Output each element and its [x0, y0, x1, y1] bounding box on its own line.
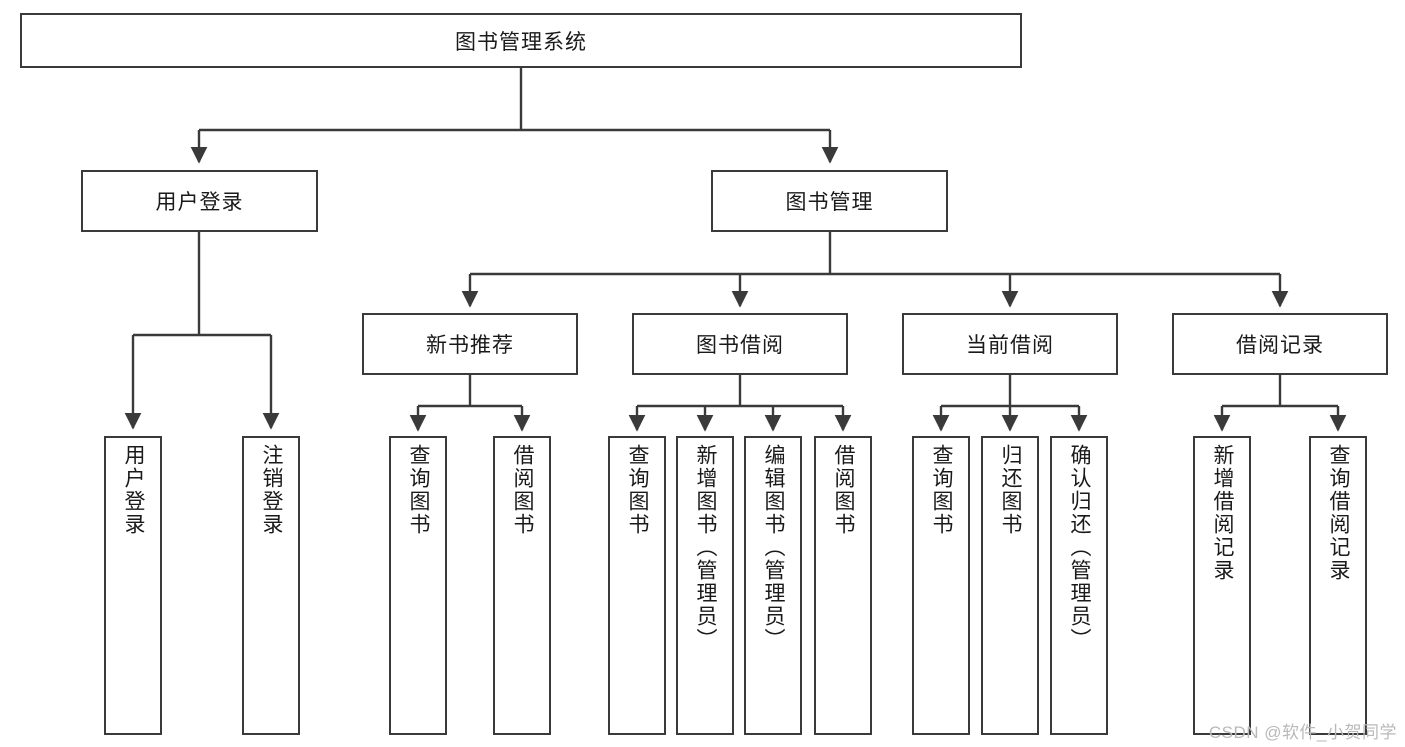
- node-leaf-return-book[interactable]: 归还图书: [981, 436, 1039, 735]
- node-leaf-user-login-label: 用户登录: [122, 444, 146, 536]
- node-leaf-query-borrow-record-label: 查询借阅记录: [1327, 444, 1351, 582]
- node-leaf-return-book-label: 归还图书: [999, 444, 1023, 536]
- node-user-login-label: 用户登录: [155, 191, 244, 214]
- node-leaf-edit-book-label: 编辑图书（管理员）: [762, 444, 786, 651]
- node-leaf-query-borrow-record[interactable]: 查询借阅记录: [1309, 436, 1367, 735]
- node-leaf-borrow-book-2-label: 借阅图书: [832, 444, 856, 536]
- node-current-borrow[interactable]: 当前借阅: [902, 313, 1118, 375]
- node-new-book-recommend-label: 新书推荐: [426, 334, 514, 357]
- node-leaf-logout-login-label: 注销登录: [260, 444, 284, 536]
- node-current-borrow-label: 当前借阅: [966, 334, 1054, 357]
- node-leaf-query-book-3-label: 查询图书: [930, 444, 954, 536]
- node-leaf-logout-login[interactable]: 注销登录: [242, 436, 300, 735]
- node-leaf-borrow-book-2[interactable]: 借阅图书: [814, 436, 872, 735]
- node-leaf-add-borrow-record[interactable]: 新增借阅记录: [1193, 436, 1251, 735]
- node-leaf-query-book-1-label: 查询图书: [407, 444, 431, 536]
- node-leaf-user-login[interactable]: 用户登录: [104, 436, 162, 735]
- node-borrow-record[interactable]: 借阅记录: [1172, 313, 1388, 375]
- node-leaf-add-book-label: 新增图书（管理员）: [694, 444, 718, 651]
- watermark-text: CSDN @软件_小贺同学: [1208, 723, 1397, 742]
- node-leaf-borrow-book-1-label: 借阅图书: [511, 444, 535, 536]
- node-book-management[interactable]: 图书管理: [711, 170, 948, 232]
- node-book-management-label: 图书管理: [785, 191, 874, 214]
- node-leaf-confirm-return-label: 确认归还（管理员）: [1068, 444, 1092, 651]
- node-leaf-add-book[interactable]: 新增图书（管理员）: [676, 436, 734, 735]
- node-borrow-record-label: 借阅记录: [1236, 334, 1324, 357]
- node-root[interactable]: 图书管理系统: [20, 13, 1022, 68]
- node-leaf-edit-book[interactable]: 编辑图书（管理员）: [744, 436, 802, 735]
- node-user-login[interactable]: 用户登录: [81, 170, 318, 232]
- node-root-label: 图书管理系统: [455, 30, 587, 54]
- node-leaf-query-book-1[interactable]: 查询图书: [389, 436, 447, 735]
- node-leaf-borrow-book-1[interactable]: 借阅图书: [493, 436, 551, 735]
- node-leaf-query-book-2[interactable]: 查询图书: [608, 436, 666, 735]
- node-leaf-add-borrow-record-label: 新增借阅记录: [1211, 444, 1235, 582]
- node-leaf-query-book-2-label: 查询图书: [626, 444, 650, 536]
- node-book-borrow-label: 图书借阅: [696, 334, 784, 357]
- node-new-book-recommend[interactable]: 新书推荐: [362, 313, 578, 375]
- node-leaf-query-book-3[interactable]: 查询图书: [912, 436, 970, 735]
- node-book-borrow[interactable]: 图书借阅: [632, 313, 848, 375]
- node-leaf-confirm-return[interactable]: 确认归还（管理员）: [1050, 436, 1108, 735]
